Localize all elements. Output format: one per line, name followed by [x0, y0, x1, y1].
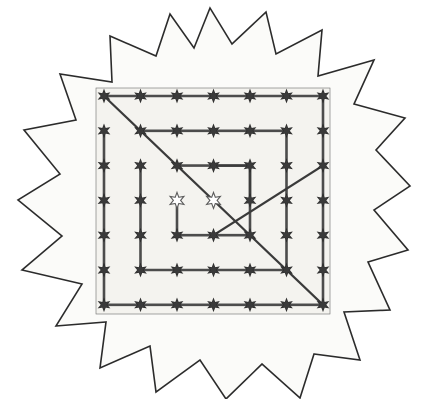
burst-diagram: [0, 0, 421, 399]
